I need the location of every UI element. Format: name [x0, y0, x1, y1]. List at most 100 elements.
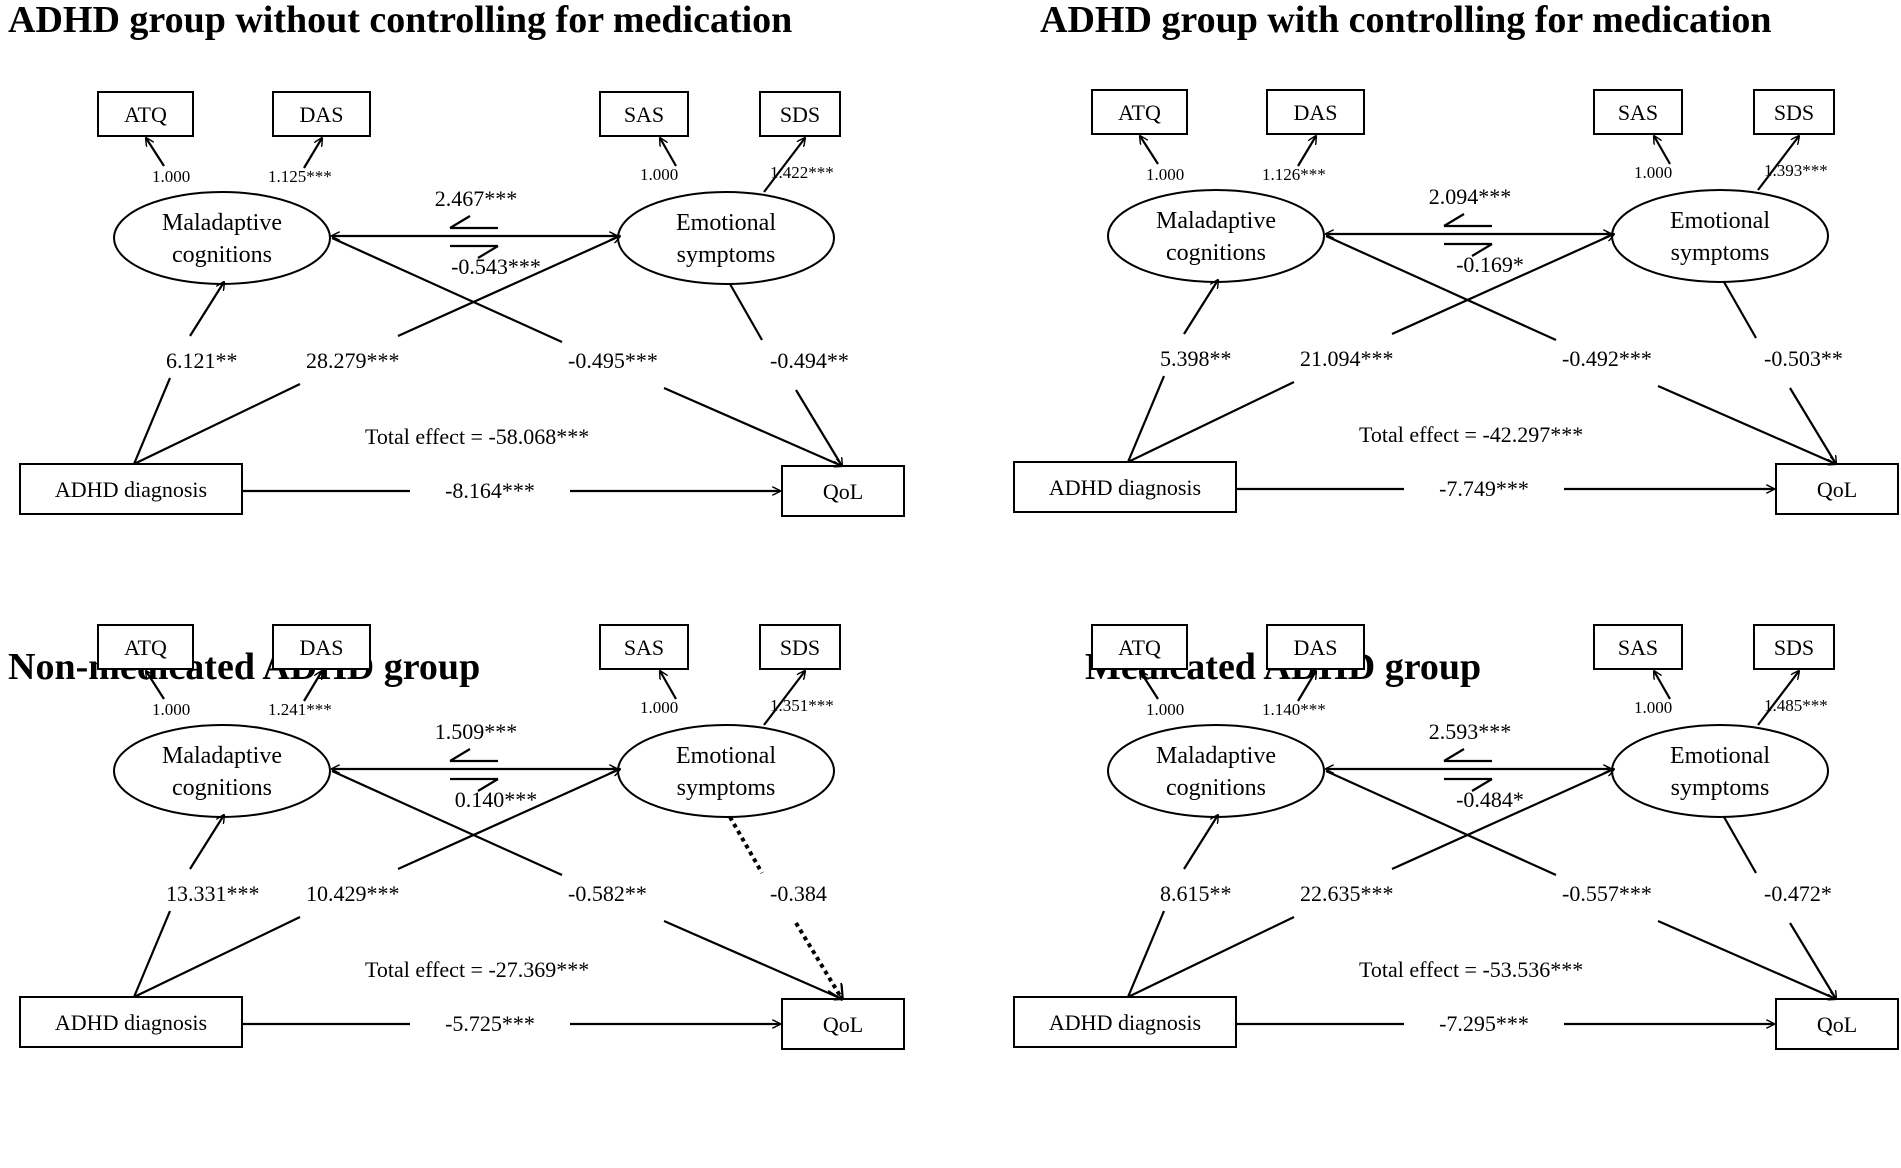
qol-box [781, 465, 905, 517]
es-to-qol-coef: -0.384 [770, 881, 827, 906]
das-loading-value: 1.140*** [1262, 700, 1326, 719]
panel-without-medication-control: ADHD group without controlling for medic… [8, 0, 792, 41]
adhd-to-mc-coef: 13.331*** [166, 881, 260, 906]
sds-box [1753, 89, 1835, 135]
emotional-symptoms-ellipse [1611, 189, 1829, 283]
maladaptive-cognitions-ellipse [1107, 724, 1325, 818]
adhd-to-es-coef: 22.635*** [1300, 881, 1394, 906]
das-loading-arrow [1297, 136, 1316, 167]
mc-to-qol-coef: -0.557*** [1562, 881, 1652, 906]
atq-loading-value: 1.000 [1146, 165, 1184, 184]
es-to-qol-lower [1789, 387, 1836, 464]
sas-box [1593, 624, 1683, 670]
sds-loading-arrow [763, 671, 805, 726]
sas-label: SAS [1618, 635, 1658, 660]
mc-to-qol-coef: -0.582** [568, 881, 647, 906]
das-box [1266, 624, 1365, 670]
adhd-diagnosis-label: ADHD diagnosis [1049, 1010, 1201, 1035]
das-loading-value: 1.125*** [268, 167, 332, 186]
emotional-symptoms-label-line2: symptoms [677, 242, 776, 268]
qol-label: QoL [823, 1012, 863, 1037]
es-to-qol-coef: -0.472* [1764, 881, 1832, 906]
adhd-to-mc-lower [1126, 910, 1166, 998]
adhd-to-mc-lower [1126, 375, 1166, 463]
sas-loading-value: 1.000 [1634, 163, 1672, 182]
sas-loading-value: 1.000 [1634, 698, 1672, 717]
mc-to-qol-lower [1657, 919, 1836, 999]
es-to-qol-upper [1723, 281, 1757, 339]
sds-label: SDS [1774, 100, 1814, 125]
sds-box [759, 91, 841, 137]
mc-to-qol-upper [331, 769, 563, 877]
mc-to-es-half-arrow [450, 244, 499, 259]
adhd-diagnosis-label: ADHD diagnosis [55, 1010, 207, 1035]
panel-non-medicated: Non-medicated ADHD group [8, 646, 480, 688]
adhd-to-es-upper [397, 769, 620, 871]
atq-loading-arrow [146, 138, 165, 167]
adhd-diagnosis-label: ADHD diagnosis [55, 477, 207, 502]
emotional-symptoms-label-line1: Emotional [1670, 743, 1770, 769]
adhd-diagnosis-box [1013, 996, 1237, 1048]
atq-label: ATQ [124, 635, 167, 660]
mc-to-qol-upper [331, 236, 563, 344]
sas-label: SAS [1618, 100, 1658, 125]
maladaptive-cognitions-label-line1: Maladaptive [162, 743, 282, 769]
das-label: DAS [299, 102, 343, 127]
total-effect-label: Total effect = -58.068*** [365, 424, 589, 449]
qol-label: QoL [1817, 477, 1857, 502]
atq-box [97, 91, 194, 137]
adhd-to-es-upper [1391, 769, 1614, 871]
das-label: DAS [1293, 635, 1337, 660]
emotional-symptoms-label-line2: symptoms [1671, 775, 1770, 801]
adhd-to-mc-upper [189, 282, 224, 337]
adhd-to-mc-lower [132, 910, 172, 998]
sas-loading-value: 1.000 [640, 698, 678, 717]
adhd-to-qol-coef: -5.725*** [445, 1011, 535, 1036]
emotional-symptoms-ellipse [617, 724, 835, 818]
maladaptive-cognitions-label-line1: Maladaptive [1156, 743, 1276, 769]
mc-to-es-half-arrow [450, 777, 499, 792]
es-to-qol-coef: -0.494** [770, 348, 849, 373]
sds-loading-arrow [763, 138, 805, 193]
adhd-to-es-coef: 28.279*** [306, 348, 400, 373]
es-to-qol-upper [1723, 816, 1757, 874]
adhd-to-es-lower [133, 383, 301, 465]
adhd-to-es-lower [1127, 916, 1295, 998]
mc-to-es-coef: 2.094*** [1429, 184, 1512, 209]
atq-loading-arrow [1140, 136, 1159, 165]
sas-loading-value: 1.000 [640, 165, 678, 184]
total-effect-label: Total effect = -27.369*** [365, 957, 589, 982]
sds-loading-arrow [1757, 136, 1799, 191]
adhd-to-es-coef: 21.094*** [1300, 346, 1394, 371]
das-loading-arrow [303, 671, 322, 702]
emotional-symptoms-label-line1: Emotional [676, 210, 776, 236]
mc-to-qol-lower [663, 386, 842, 466]
sas-loading-arrow [660, 671, 677, 700]
sas-loading-arrow [660, 138, 677, 167]
emotional-symptoms-label-line1: Emotional [676, 743, 776, 769]
das-box [272, 624, 371, 670]
maladaptive-cognitions-label-line2: cognitions [1166, 240, 1266, 266]
adhd-to-mc-upper [1183, 815, 1218, 870]
sds-loading-arrow [1757, 671, 1799, 726]
qol-box [1775, 998, 1899, 1050]
maladaptive-cognitions-label-line1: Maladaptive [162, 210, 282, 236]
es-to-mc-half-arrow [449, 215, 498, 230]
sas-loading-arrow [1654, 671, 1671, 700]
atq-loading-arrow [1140, 671, 1159, 700]
atq-loading-value: 1.000 [1146, 700, 1184, 719]
panel-title: ADHD group without controlling for medic… [8, 0, 792, 41]
sas-label: SAS [624, 102, 664, 127]
atq-label: ATQ [1118, 100, 1161, 125]
adhd-to-es-lower [1127, 381, 1295, 463]
es-to-qol-lower [1789, 922, 1836, 999]
das-loading-value: 1.126*** [1262, 165, 1326, 184]
das-label: DAS [1293, 100, 1337, 125]
adhd-diagnosis-box [19, 463, 243, 515]
sas-loading-arrow [1654, 136, 1671, 165]
adhd-to-es-upper [1391, 234, 1614, 336]
adhd-to-mc-lower [132, 377, 172, 465]
maladaptive-cognitions-label-line2: cognitions [172, 242, 272, 268]
